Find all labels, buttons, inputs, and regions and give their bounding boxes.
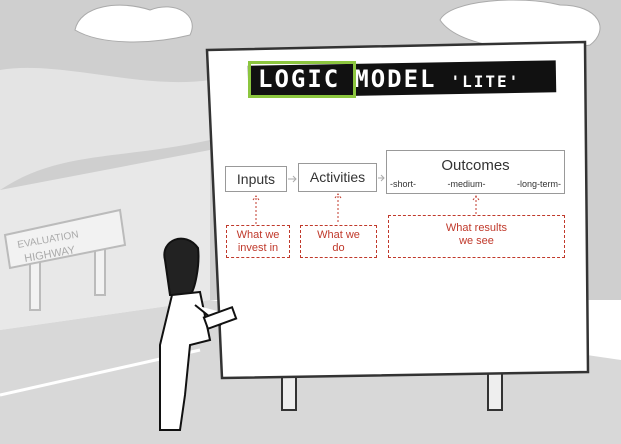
woman-figure: [159, 237, 238, 431]
logic-highlight-box: [248, 61, 356, 98]
stage-inputs: Inputs: [225, 166, 287, 192]
cloud: [74, 4, 193, 43]
stage-outcomes: Outcomes -short- -medium- -long-term-: [386, 150, 565, 194]
billboard: [205, 40, 590, 411]
term-long: -long-term-: [516, 179, 561, 189]
evaluation-highway-sign: [3, 208, 127, 311]
note-inputs: What we invest in: [226, 225, 290, 258]
arrow-up-icon: [334, 193, 342, 222]
arrow-up-icon: [252, 195, 260, 224]
arrow-up-icon: [472, 195, 480, 214]
stage-activities: Activities: [298, 163, 377, 192]
term-short: -short-: [390, 179, 417, 189]
note-outcomes: What results we see: [388, 215, 565, 258]
arrow-right-icon: [288, 175, 297, 183]
note-activities: What we do: [300, 225, 377, 258]
term-medium: -medium-: [447, 179, 486, 189]
hills: [0, 67, 210, 190]
arrow-right-icon: [378, 174, 385, 182]
outcomes-label: Outcomes: [441, 157, 510, 174]
